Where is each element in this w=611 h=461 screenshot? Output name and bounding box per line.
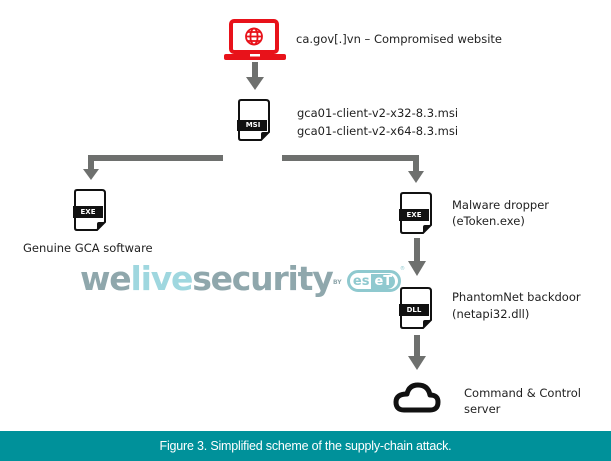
msi-file-icon: [237, 99, 270, 141]
genuine-label: Genuine GCA software: [23, 241, 153, 255]
watermark-by: BY: [333, 279, 342, 286]
dropper-exe-file-icon: [399, 192, 432, 234]
c2-label-line2: server: [464, 402, 501, 416]
msi-badge: MSI: [245, 121, 261, 129]
msi-filename-x32: gca01-client-v2-x32-8.3.msi: [297, 106, 459, 120]
backdoor-filename: (netapi32.dll): [452, 307, 530, 321]
msi-filename-x64: gca01-client-v2-x64-8.3.msi: [297, 124, 459, 138]
backdoor-dll-badge: DLL: [406, 306, 422, 314]
figure-caption: Figure 3. Simplified scheme of the suppl…: [159, 439, 452, 453]
dropper-label: Malware dropper: [452, 198, 550, 212]
arrow-backdoor-to-c2: [408, 335, 426, 370]
backdoor-dll-file-icon: [399, 287, 432, 329]
laptop-globe-icon: [224, 19, 286, 60]
genuine-exe-badge: EXE: [80, 208, 96, 216]
arrow-msi-to-genuine: [83, 155, 223, 180]
arrow-msi-to-dropper: [282, 155, 424, 183]
dropper-filename: (eToken.exe): [452, 214, 525, 228]
arrow-dropper-to-backdoor: [408, 238, 426, 276]
website-label: ca.gov[.]vn – Compromised website: [296, 32, 503, 46]
genuine-exe-file-icon: [73, 189, 106, 231]
registered-mark: ®: [400, 266, 405, 272]
figure-caption-bar: Figure 3. Simplified scheme of the suppl…: [0, 431, 611, 461]
c2-label: Command & Control: [464, 386, 581, 400]
welivesecurity-watermark: welivesecurity: [80, 259, 334, 298]
arrow-website-to-msi: [246, 62, 264, 90]
backdoor-label: PhantomNet backdoor: [452, 290, 581, 304]
cloud-icon: [393, 382, 441, 413]
dropper-exe-badge: EXE: [406, 211, 422, 219]
